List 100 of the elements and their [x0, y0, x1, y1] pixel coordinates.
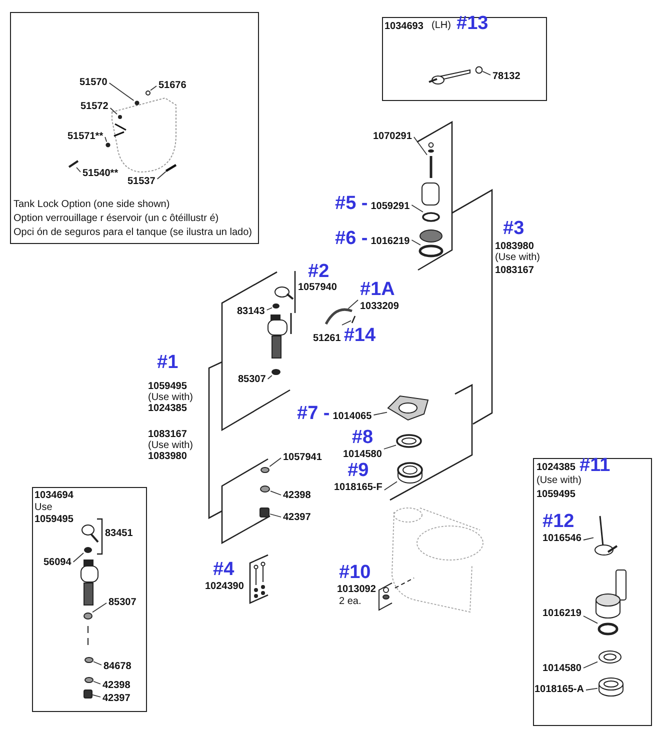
item-number: #1 [157, 353, 178, 373]
item-number: #3 [503, 219, 524, 239]
leader-line [270, 514, 282, 518]
part-number: 1059495 [34, 514, 74, 524]
part-number: 1014580 [343, 449, 382, 460]
bolt-drawing [428, 142, 434, 178]
leader-line [583, 661, 598, 668]
clip-drawing [164, 164, 176, 172]
part-number: 1014065 [332, 411, 372, 422]
washer-drawing [84, 676, 93, 682]
part-number: 1083980 [148, 451, 187, 462]
part-number: 84678 [104, 660, 132, 672]
washer-drawing [84, 546, 92, 552]
note-text: Use [34, 502, 52, 512]
spud-nut-drawing [598, 677, 623, 696]
screw-drawing [68, 160, 78, 168]
leader-line [72, 552, 84, 562]
leader-line [93, 661, 102, 666]
washer-drawing [84, 656, 93, 662]
part-number: 1033209 [360, 301, 399, 312]
leader-line [414, 136, 428, 156]
nut-drawing [260, 486, 270, 492]
leader-line [270, 490, 282, 496]
part-number: 1014580 [542, 662, 582, 674]
leader-line [76, 167, 81, 172]
clip-drawing [351, 316, 356, 324]
part-number: 83143 [237, 306, 265, 317]
part-number: 1013092 [337, 584, 376, 595]
washer-drawing [260, 467, 270, 473]
item-number: #13 [456, 14, 488, 34]
leader-line [92, 602, 107, 613]
part-number: 51676 [158, 80, 186, 90]
leader-line [266, 307, 272, 310]
leader-line [156, 171, 166, 180]
inset-panel [32, 487, 147, 712]
part-number: 1059495 [536, 488, 576, 500]
part-number: 51537 [128, 176, 156, 186]
part-number: 51570 [80, 76, 108, 88]
part-number: 1024390 [205, 581, 244, 592]
part-number: 1018165-F [334, 482, 382, 493]
leader-line [348, 300, 358, 309]
part-number: 42397 [102, 692, 130, 704]
item-number: #1A [360, 280, 395, 300]
leader-line [93, 680, 101, 684]
screw-drawing [134, 100, 139, 105]
part-number: 1059291 [370, 201, 410, 212]
item-number: #6 - [335, 229, 368, 249]
caption-text: Option verrouillage r éservoir (un c ôtéillustr é) [14, 212, 219, 224]
part-number: 56094 [44, 556, 72, 568]
note-text: (Use with) [536, 474, 582, 486]
leader-line [150, 86, 157, 91]
leader-line [482, 70, 491, 76]
part-number: 1016219 [370, 236, 410, 247]
part-number: 1070291 [373, 131, 412, 142]
refill-tube-drawing [324, 308, 352, 325]
part-number: 1024385 [148, 403, 187, 414]
part-number: 1083980 [495, 241, 534, 252]
seal-drawing [597, 622, 618, 635]
item-number: #12 [542, 512, 574, 532]
item-number: #14 [344, 326, 376, 346]
leader-line [586, 688, 598, 690]
nut-drawing [474, 66, 482, 74]
note-text: (Use with) [148, 440, 194, 451]
tank-gasket-drawing [387, 395, 429, 421]
note-text: (LH) [432, 20, 451, 30]
item-number: #8 [352, 428, 374, 448]
washer-drawing [83, 612, 92, 619]
part-number: 1018165-A [534, 684, 584, 694]
flapper-drawing [594, 515, 618, 555]
inset-panel [533, 458, 652, 726]
spud-nut-drawing [397, 462, 423, 484]
nut-drawing [105, 142, 110, 147]
screw-drawing [118, 114, 122, 118]
part-number: 42398 [283, 490, 311, 501]
leader-line [384, 444, 396, 450]
note-text: 2 ea. [339, 596, 362, 607]
part-number: 51540** [82, 168, 118, 178]
part-number: 1057941 [283, 452, 322, 463]
leader-line [104, 136, 108, 142]
o-ring-drawing [422, 212, 440, 222]
part-number: 83451 [105, 528, 133, 539]
item-number: #10 [339, 563, 371, 583]
note-text: (Use with) [148, 392, 194, 403]
part-number: 51261 [313, 333, 341, 344]
part-number: 1057940 [298, 282, 337, 293]
caption-text: Opci ón de seguros para el tanque (se ilustra un lado) [14, 226, 252, 238]
ring-gasket-drawing [598, 650, 621, 663]
part-number: 1024385 [536, 462, 576, 472]
item-number: #9 [348, 461, 369, 481]
leader-line [411, 240, 421, 246]
screw-drawing [145, 90, 150, 95]
leader-line [373, 412, 388, 416]
leader-line [108, 82, 134, 101]
seal-drawing [418, 244, 444, 258]
part-number: 51571** [68, 130, 104, 142]
item-number: #7 - [297, 404, 330, 424]
leader-line [384, 481, 398, 490]
nut-drawing [260, 508, 270, 518]
item-number: #2 [308, 262, 330, 282]
part-number: 1059495 [148, 381, 187, 392]
